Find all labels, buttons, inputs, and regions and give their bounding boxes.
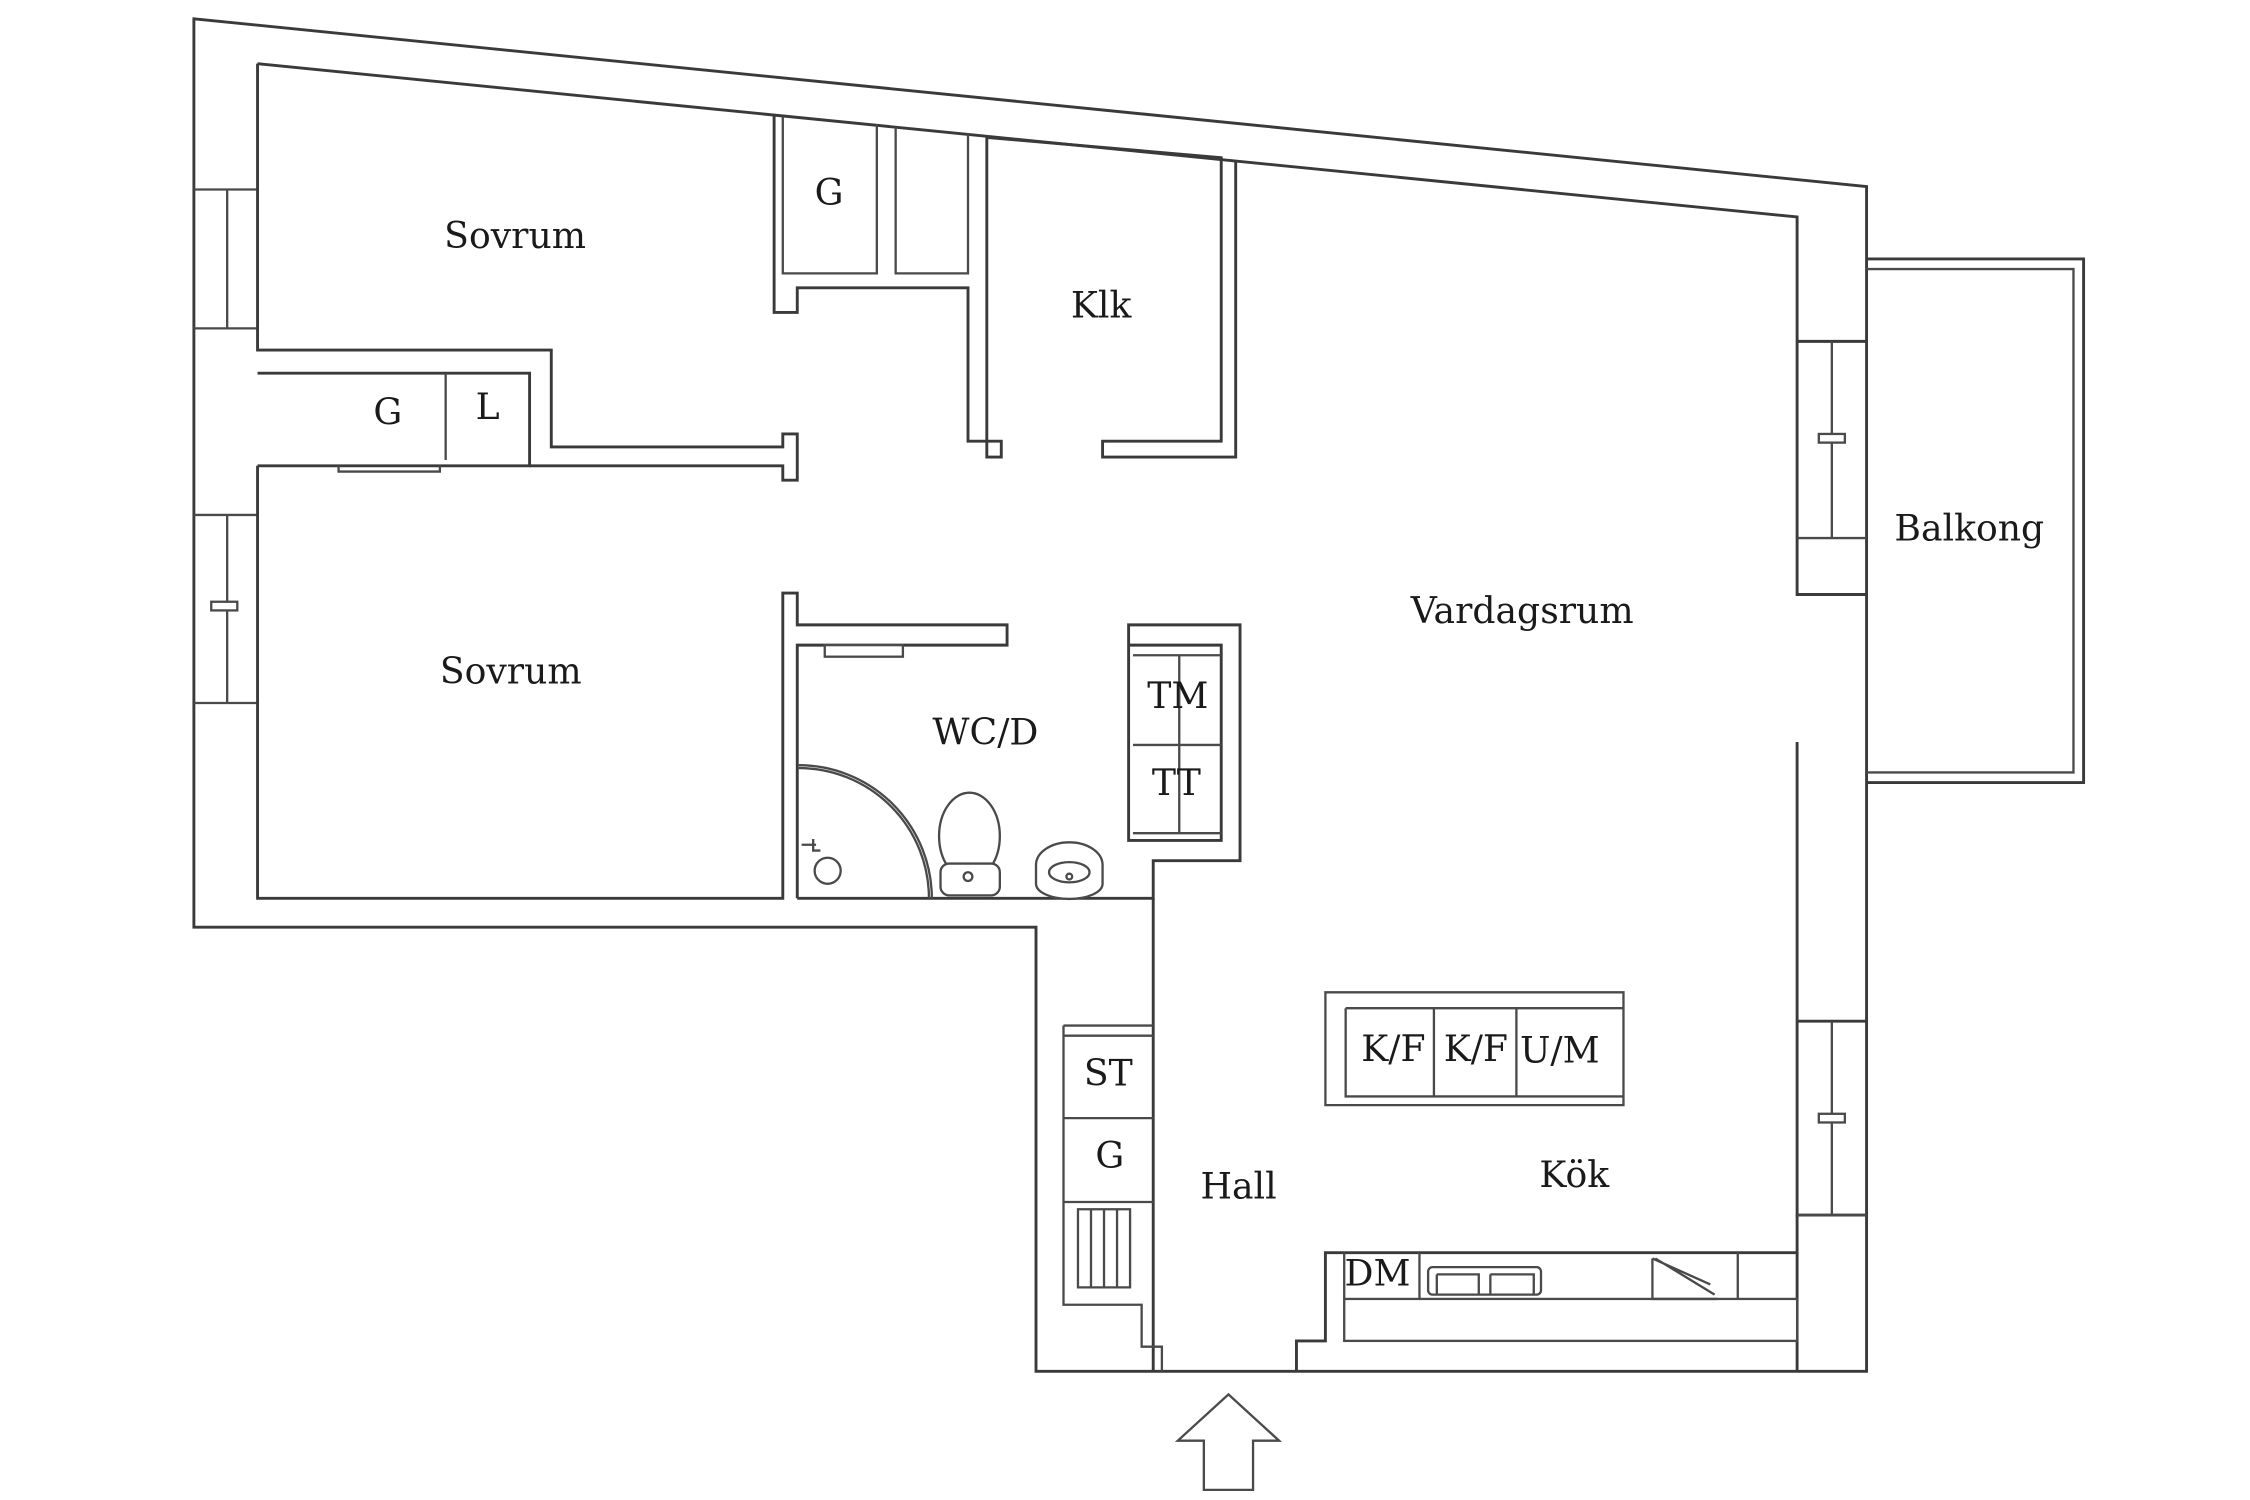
room-label-hall: Hall (1200, 1165, 1276, 1208)
entrance-arrow-icon (1174, 1392, 1283, 1492)
room-label-vardagsrum: Vardagsrum (1410, 589, 1634, 632)
room-label-balkong: Balkong (1894, 506, 2044, 549)
room-label-klk: Klk (1071, 284, 1133, 327)
room-label-sovrum-bottom: Sovrum (440, 650, 582, 693)
fixture-label-st: ST (1084, 1052, 1133, 1095)
fixture-label-tm: TM (1147, 674, 1208, 717)
fixture-label-um: U/M (1520, 1029, 1600, 1072)
room-label-wc: WC/D (932, 710, 1038, 753)
hall-walls (1062, 898, 1164, 1372)
fixture-label-kf-2: K/F (1444, 1027, 1508, 1070)
room-label-kok: Kök (1539, 1153, 1610, 1196)
wc-walls (797, 623, 1242, 901)
closet-label-l: L (476, 385, 500, 428)
fixture-label-tt: TT (1152, 761, 1201, 804)
fixture-label-kf-1: K/F (1361, 1027, 1425, 1070)
interior-walls (256, 63, 1238, 900)
kitchen-fixtures (1295, 991, 1799, 1372)
room-label-sovrum-top: Sovrum (444, 214, 586, 257)
windows (193, 188, 1867, 1217)
closet-label-g-left: G (373, 391, 402, 434)
balcony-outline (1866, 257, 2086, 784)
fixture-label-dm: DM (1344, 1251, 1410, 1294)
closet-label-g-hall: G (1095, 1134, 1124, 1177)
closet-label-g-top: G (815, 171, 844, 214)
